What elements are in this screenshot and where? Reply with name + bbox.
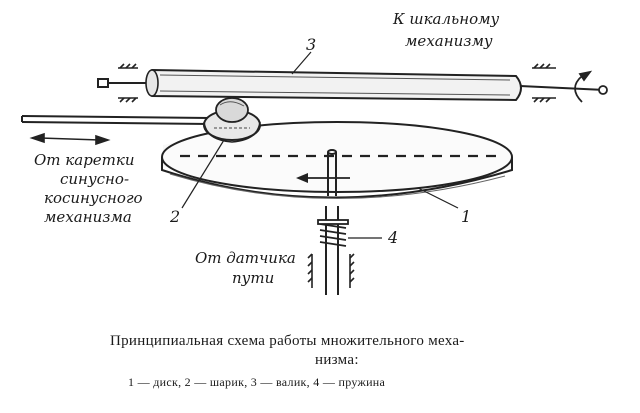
roller-number: 3 <box>306 35 316 54</box>
carriage-movement-arrow-icon <box>29 132 111 146</box>
carriage-label-line3: косинусного <box>44 189 143 207</box>
sensor-label-line1: От датчика <box>195 249 296 267</box>
rotation-arrow-icon <box>574 70 608 103</box>
scale-mechanism-label-line1: К шкальному <box>392 10 500 28</box>
caption-line2: низма: <box>315 352 359 368</box>
carriage-label-line2: синусно- <box>60 170 129 188</box>
leader-lines <box>181 51 459 239</box>
carriage-rod <box>21 115 211 125</box>
ball <box>203 97 261 143</box>
sensor-label-line2: пути <box>232 269 274 287</box>
carriage-label-line1: От каретки <box>34 151 135 169</box>
roller <box>145 68 522 102</box>
figure-legend: 1 — диск, 2 — шарик, 3 — валик, 4 — пруж… <box>128 375 386 389</box>
right-bearing <box>532 63 556 103</box>
roller-shaft <box>97 78 606 91</box>
spring-number: 4 <box>387 228 398 247</box>
caption-line1: Принципиальная схема работы множительног… <box>110 333 465 349</box>
disk-number: 1 <box>461 207 471 226</box>
carriage-label-line4: механизма <box>44 208 132 226</box>
figure-caption: Принципиальная схема работы множительног… <box>110 332 620 370</box>
ball-number: 2 <box>169 207 180 226</box>
scale-mechanism-label-line2: механизму <box>405 32 493 50</box>
spring <box>317 219 349 247</box>
left-bearing <box>118 63 138 103</box>
lower-bearing <box>307 253 355 288</box>
